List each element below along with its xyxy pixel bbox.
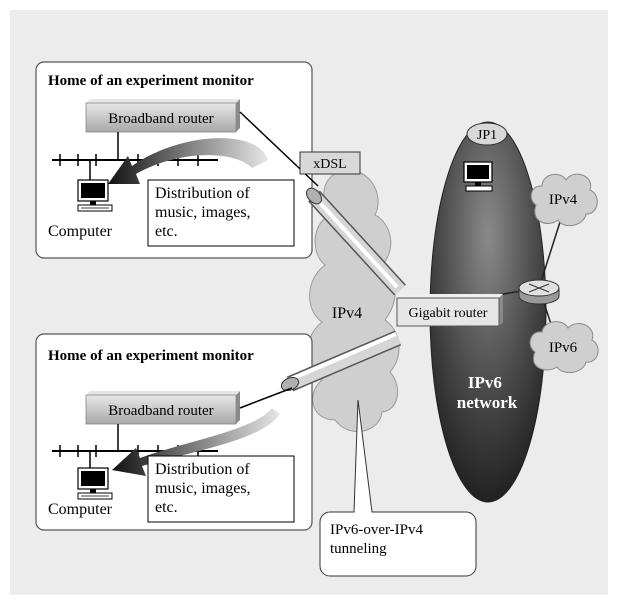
distribution-text-1: Distribution of music, images, etc. (155, 185, 255, 240)
computer-label-2: Computer (48, 501, 113, 518)
tunneling-text: IPv6-over-IPv4 tunneling (330, 522, 427, 557)
broadband-router-label-1: Broadband router (108, 111, 213, 127)
computer-icon-2 (77, 467, 113, 500)
computer-icon-1 (77, 179, 113, 212)
home-title-1: Home of an experiment monitor (48, 73, 254, 89)
distribution-box-2 (147, 455, 295, 523)
jp1-computer-icon (463, 161, 493, 192)
ipv4-cloud-label: IPv4 (332, 305, 362, 322)
xdsl-label: xDSL (313, 157, 346, 172)
side-cloud-ipv4 (530, 173, 598, 227)
distribution-arrow-1 (108, 138, 268, 184)
side-cloud-ipv4-label: IPv4 (549, 192, 578, 208)
tunnel-pipe-1 (306, 187, 406, 296)
ipv6-network-label: IPv6 network (457, 373, 518, 412)
core-router-icon (518, 279, 560, 305)
side-cloud-ipv6-label: IPv6 (549, 340, 578, 356)
broadband-router-2: Broadband router (85, 391, 240, 425)
gigabit-router-label: Gigabit router (409, 306, 488, 321)
home-title-2: Home of an experiment monitor (48, 348, 254, 364)
home-box-1: Home of an experiment monitor Broadband … (35, 61, 313, 259)
jp1-badge (466, 122, 508, 146)
tunneling-callout: IPv6-over-IPv4 tunneling (319, 399, 477, 577)
broadband-router-label-2: Broadband router (108, 403, 213, 419)
computer-label-1: Computer (48, 223, 113, 240)
gigabit-router: Gigabit router (396, 294, 503, 327)
side-cloud-ipv6 (529, 321, 599, 374)
home-box-2: Home of an experiment monitor Broadband … (35, 333, 313, 531)
jp1-label: JP1 (477, 128, 497, 143)
distribution-box-1 (147, 179, 295, 247)
broadband-router-1: Broadband router (85, 99, 240, 133)
link-to-ipv4 (538, 221, 561, 289)
xdsl-tag (299, 151, 361, 175)
tunnel-pipe-2 (280, 330, 402, 392)
distribution-text-2: Distribution of music, images, etc. (155, 461, 255, 516)
